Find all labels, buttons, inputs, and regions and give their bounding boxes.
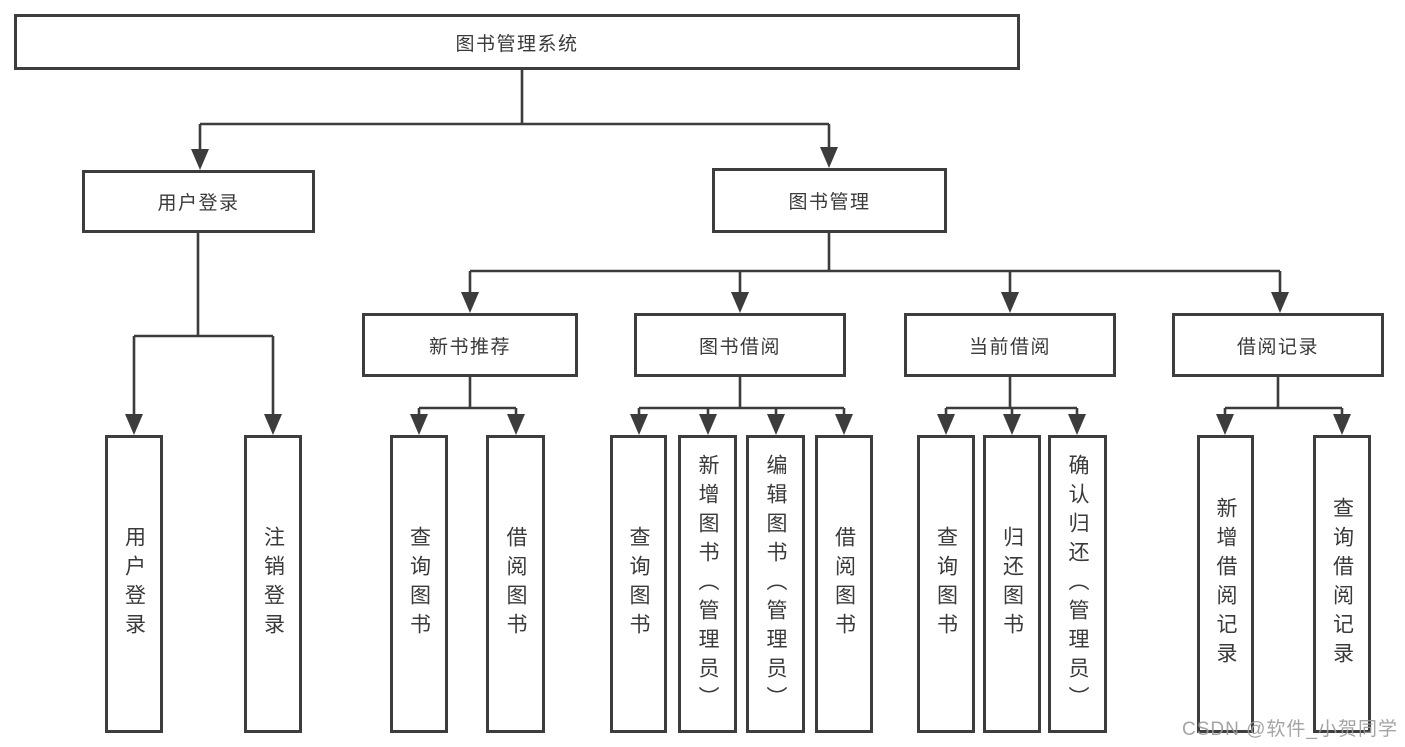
node-leaf-query-books-current: 查询图书 (917, 435, 975, 733)
node-root: 图书管理系统 (14, 14, 1020, 70)
node-borrow-records: 借阅记录 (1172, 313, 1384, 377)
node-leaf-return-book: 归还图书 (983, 435, 1041, 733)
node-leaf-borrow-books: 借阅图书 (815, 435, 873, 733)
node-leaf-add-borrow-record: 新增借阅记录 (1197, 435, 1254, 733)
node-root-label: 图书管理系统 (455, 33, 579, 55)
node-current-borrow: 当前借阅 (904, 313, 1116, 377)
node-new-book-recommend: 新书推荐 (362, 313, 578, 377)
node-book-management: 图书管理 (712, 168, 947, 233)
csdn-watermark: CSDN @软件_小贺同学 (1182, 719, 1398, 740)
node-leaf-edit-book-admin: 编辑图书（管理员） (746, 435, 805, 733)
arrow-down-icon (125, 147, 1351, 435)
node-leaf-query-borrow-record: 查询借阅记录 (1313, 435, 1371, 733)
node-leaf-query-books-borrow: 查询图书 (610, 435, 667, 733)
node-user-login: 用户登录 (82, 170, 315, 233)
node-user-login-label: 用户登录 (157, 193, 240, 214)
node-leaf-query-books-recommend: 查询图书 (390, 435, 448, 733)
node-leaf-logout: 注销登录 (244, 435, 302, 733)
node-new-book-recommend-label: 新书推荐 (428, 336, 511, 358)
node-leaf-borrow-books-recommend: 借阅图书 (486, 435, 545, 733)
node-borrow-records-label: 借阅记录 (1236, 336, 1319, 358)
node-book-borrow: 图书借阅 (634, 313, 846, 377)
node-leaf-confirm-return-admin: 确认归还（管理员） (1048, 435, 1107, 733)
node-book-borrow-label: 图书借阅 (698, 336, 781, 358)
node-leaf-user-login: 用户登录 (105, 435, 163, 733)
node-leaf-add-book-admin: 新增图书（管理员） (678, 435, 737, 733)
node-book-management-label: 图书管理 (788, 192, 871, 213)
node-current-borrow-label: 当前借阅 (968, 336, 1051, 358)
